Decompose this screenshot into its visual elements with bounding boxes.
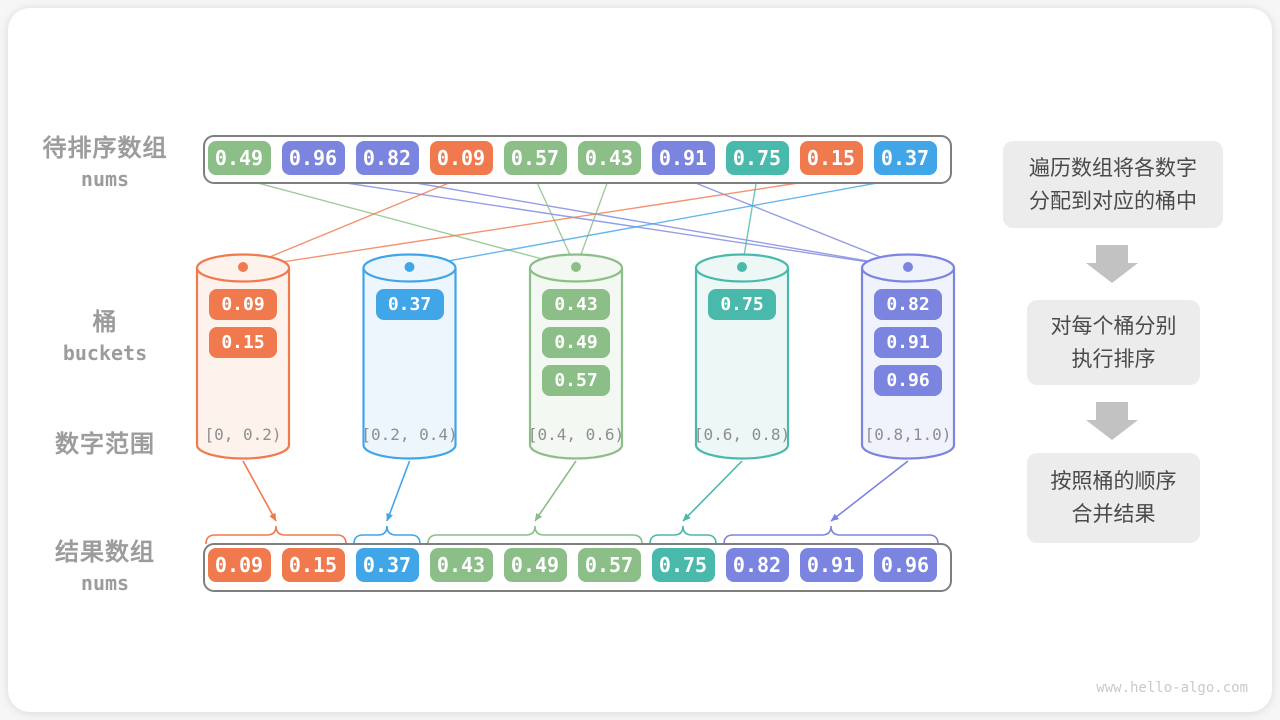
result-cell: 0.09 xyxy=(207,548,271,582)
input-cell: 0.96 xyxy=(281,141,345,175)
input-cell: 0.57 xyxy=(503,141,567,175)
result-cell: 0.15 xyxy=(281,548,345,582)
bucket-chip: 0.57 xyxy=(542,365,610,396)
result-cell: 0.43 xyxy=(429,548,493,582)
bucket-range-label: [0.4, 0.6) xyxy=(527,425,625,444)
flow-step-1: 遍历数组将各数字 分配到对应的桶中 xyxy=(1003,141,1223,228)
flow-step-2-line-2: 执行排序 xyxy=(1071,346,1156,371)
bucket-chip: 0.96 xyxy=(874,365,942,396)
flow-step-1-line-1: 遍历数组将各数字 xyxy=(1029,155,1197,180)
result-cell: 0.37 xyxy=(355,548,419,582)
flow-step-2-line-1: 对每个桶分别 xyxy=(1050,313,1177,338)
input-cell: 0.91 xyxy=(651,141,715,175)
input-cell: 0.75 xyxy=(725,141,789,175)
bucket-chip: 0.37 xyxy=(375,289,444,320)
buckets-label: 桶 buckets xyxy=(15,302,195,365)
bucket-chip: 0.75 xyxy=(708,289,776,320)
bucket-chip: 0.82 xyxy=(874,289,942,320)
range-label-title: 数字范围 xyxy=(15,424,195,459)
input-cell: 0.82 xyxy=(355,141,419,175)
buckets-label-en: buckets xyxy=(62,341,148,365)
bucket-chip: 0.91 xyxy=(874,327,942,358)
bucket-chip: 0.43 xyxy=(542,289,610,320)
flow-step-2: 对每个桶分别 执行排序 xyxy=(1027,300,1200,385)
watermark: www.hello-algo.com xyxy=(1096,680,1248,696)
result-array-label: 结果数组 nums xyxy=(15,532,195,595)
result-cell: 0.96 xyxy=(873,548,937,582)
result-cell: 0.49 xyxy=(503,548,567,582)
input-cell: 0.37 xyxy=(873,141,937,175)
result-cell: 0.75 xyxy=(651,548,715,582)
buckets-label-zh: 桶 xyxy=(92,308,118,336)
bucket-chip: 0.15 xyxy=(209,327,277,358)
bucket-range-label: [0.6, 0.8) xyxy=(693,425,791,444)
bucket-chip: 0.09 xyxy=(209,289,277,320)
result-array-label-en: nums xyxy=(80,571,130,595)
range-label-zh: 数字范围 xyxy=(55,430,155,458)
input-array-label-zh: 待排序数组 xyxy=(42,134,168,162)
flow-step-3: 按照桶的顺序 合并结果 xyxy=(1027,453,1200,543)
bucket-range-label: [0, 0.2) xyxy=(204,425,282,444)
result-cell: 0.82 xyxy=(725,548,789,582)
bucket-range-label: [0.8,1.0) xyxy=(864,425,952,444)
result-cell: 0.57 xyxy=(577,548,641,582)
input-cell: 0.43 xyxy=(577,141,641,175)
bucket-range-label: [0.2, 0.4) xyxy=(361,425,458,444)
input-cell: 0.09 xyxy=(429,141,493,175)
flow-step-1-line-2: 分配到对应的桶中 xyxy=(1029,188,1197,213)
result-cell: 0.91 xyxy=(799,548,863,582)
input-array-label-en: nums xyxy=(80,167,130,191)
result-array-label-zh: 结果数组 xyxy=(55,538,155,566)
flow-step-3-line-2: 合并结果 xyxy=(1071,502,1156,526)
input-array-label: 待排序数组 nums xyxy=(15,128,195,191)
input-cell: 0.15 xyxy=(799,141,863,175)
flow-step-3-line-1: 按照桶的顺序 xyxy=(1050,469,1177,494)
bucket-chip: 0.49 xyxy=(542,327,610,358)
input-cell: 0.49 xyxy=(207,141,271,175)
